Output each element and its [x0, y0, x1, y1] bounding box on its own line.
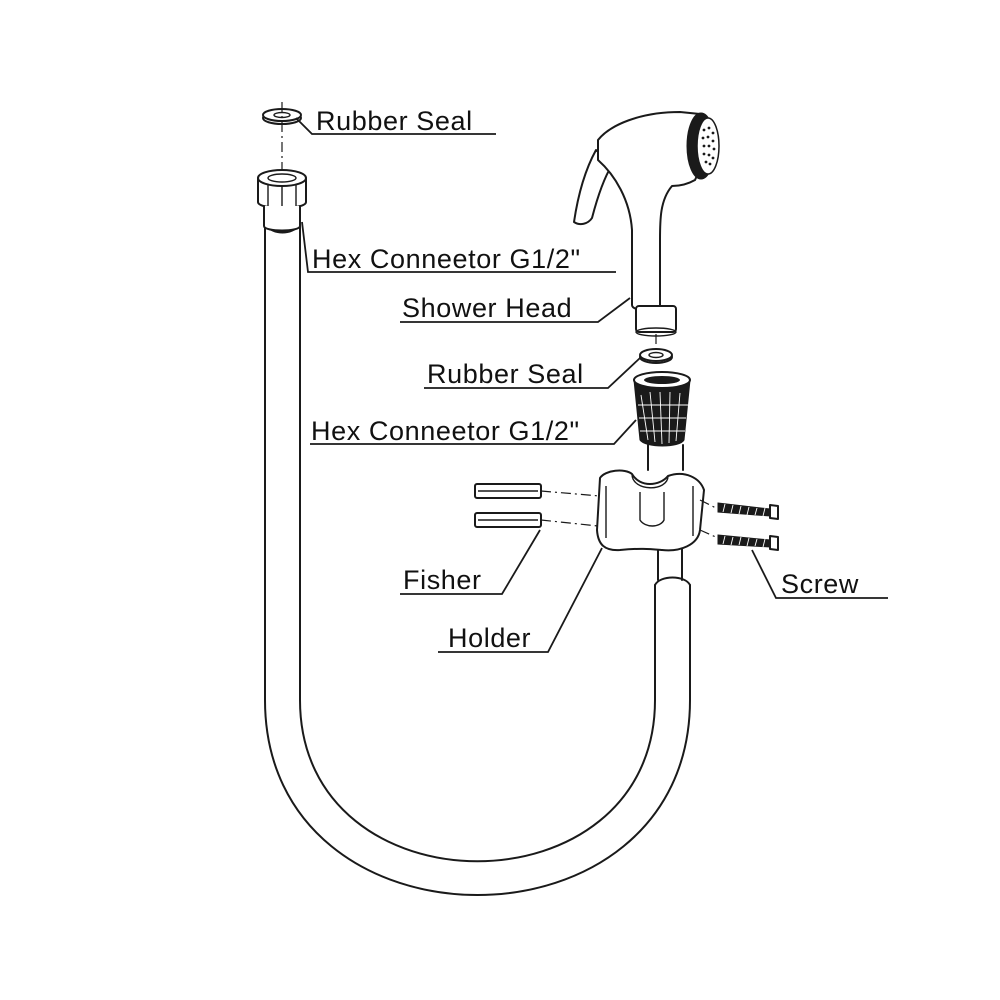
hose — [264, 224, 691, 896]
label-shower-head: Shower Head — [402, 293, 572, 323]
label-rubber-seal-top: Rubber Seal — [316, 106, 473, 136]
fisher-parts — [474, 483, 719, 539]
holder-part — [596, 469, 705, 552]
hex-connector-top-part — [257, 169, 307, 232]
screw-parts — [717, 502, 779, 551]
label-holder: Holder — [448, 623, 531, 653]
hex-connector-mid-part — [633, 371, 691, 447]
leader-lines — [295, 117, 888, 653]
label-hex-connector-top: Hex Conneetor G1/2" — [312, 244, 581, 274]
label-hex-connector-mid: Hex Conneetor G1/2" — [311, 416, 580, 446]
shower-head-part — [573, 111, 720, 352]
label-rubber-seal-mid: Rubber Seal — [427, 359, 584, 389]
label-fisher: Fisher — [403, 565, 482, 595]
rubber-seal-top-part — [262, 102, 302, 172]
label-screw: Screw — [781, 569, 859, 599]
rubber-seal-mid-part — [639, 348, 673, 364]
